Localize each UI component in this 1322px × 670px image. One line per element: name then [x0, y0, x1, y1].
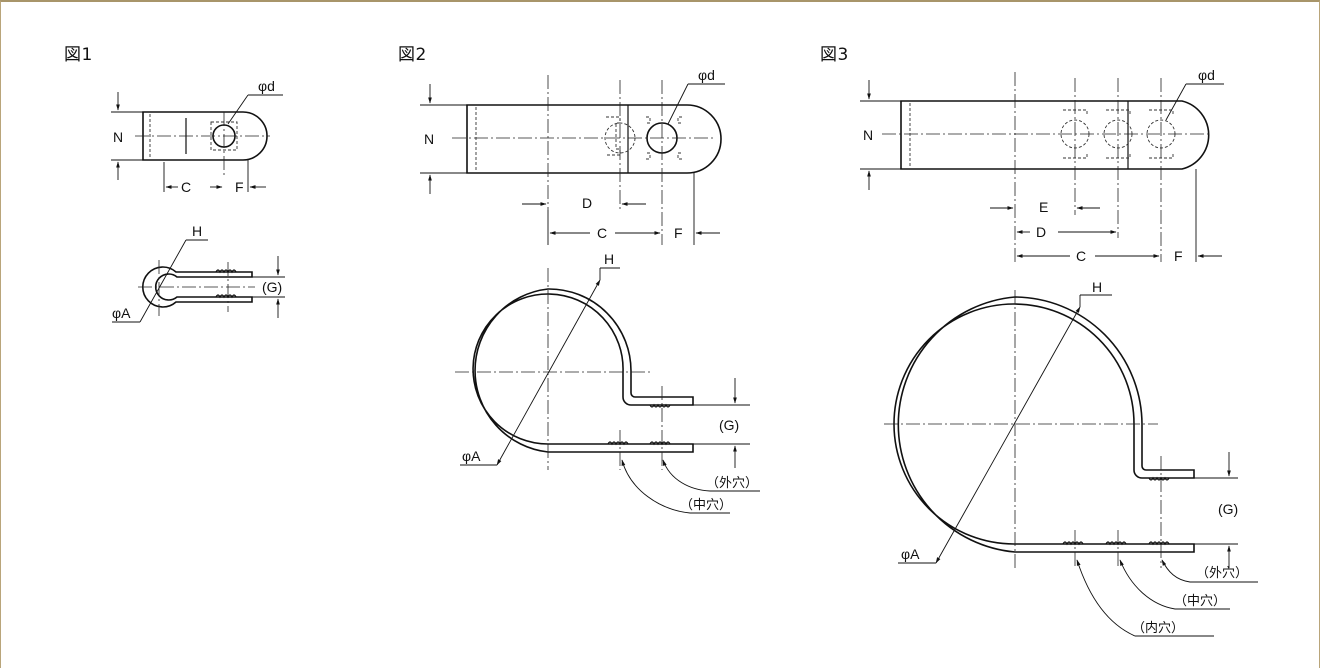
figure-2-side-view	[455, 267, 760, 514]
fig2-label-D: D	[582, 195, 592, 211]
fig2-label-middle-hole: （中穴）	[680, 498, 732, 513]
figure-1-title: 図1	[64, 45, 93, 65]
fig1-label-phi-d: φd	[258, 78, 275, 94]
figure-1-side-view	[112, 239, 285, 323]
figure-2-title: 図2	[398, 45, 427, 65]
figure-3-top-view	[860, 72, 1224, 262]
fig3-label-H: H	[1092, 279, 1102, 295]
figure-3-side-view	[884, 290, 1258, 637]
fig1-label-H: H	[192, 223, 202, 239]
fig3-label-E: E	[1039, 199, 1048, 215]
fig2-label-C: C	[597, 225, 607, 241]
fig2-label-phi-A: φA	[462, 448, 481, 464]
fig3-label-C: C	[1076, 248, 1086, 264]
fig2-label-F: F	[674, 225, 683, 241]
fig2-label-phi-d: φd	[698, 67, 715, 83]
figure-1-top-view	[111, 92, 283, 192]
figure-3-title: 図3	[820, 45, 849, 65]
fig2-label-H: H	[604, 251, 614, 267]
fig1-label-phi-A: φA	[112, 305, 131, 321]
fig3-label-inner-hole: （内穴）	[1132, 620, 1184, 636]
fig3-label-N: N	[863, 127, 873, 143]
figure-2-top-view	[420, 75, 725, 245]
fig1-label-C: C	[181, 179, 191, 195]
fig3-label-phi-A: φA	[901, 546, 920, 562]
fig2-label-outer-hole: （外穴）	[706, 476, 758, 491]
fig1-label-G: (G)	[262, 279, 282, 295]
fig3-label-G: (G)	[1218, 501, 1238, 517]
fig3-label-outer-hole: （外穴）	[1196, 566, 1248, 581]
fig2-label-N: N	[424, 131, 434, 147]
fig1-label-F: F	[235, 179, 244, 195]
fig3-label-phi-d: φd	[1198, 67, 1215, 83]
fig3-label-middle-hole: （中穴）	[1174, 594, 1226, 609]
fig3-label-F: F	[1174, 248, 1183, 264]
fig2-label-G: (G)	[719, 417, 739, 433]
fig1-label-N: N	[113, 129, 123, 145]
fig3-label-D: D	[1036, 224, 1046, 240]
